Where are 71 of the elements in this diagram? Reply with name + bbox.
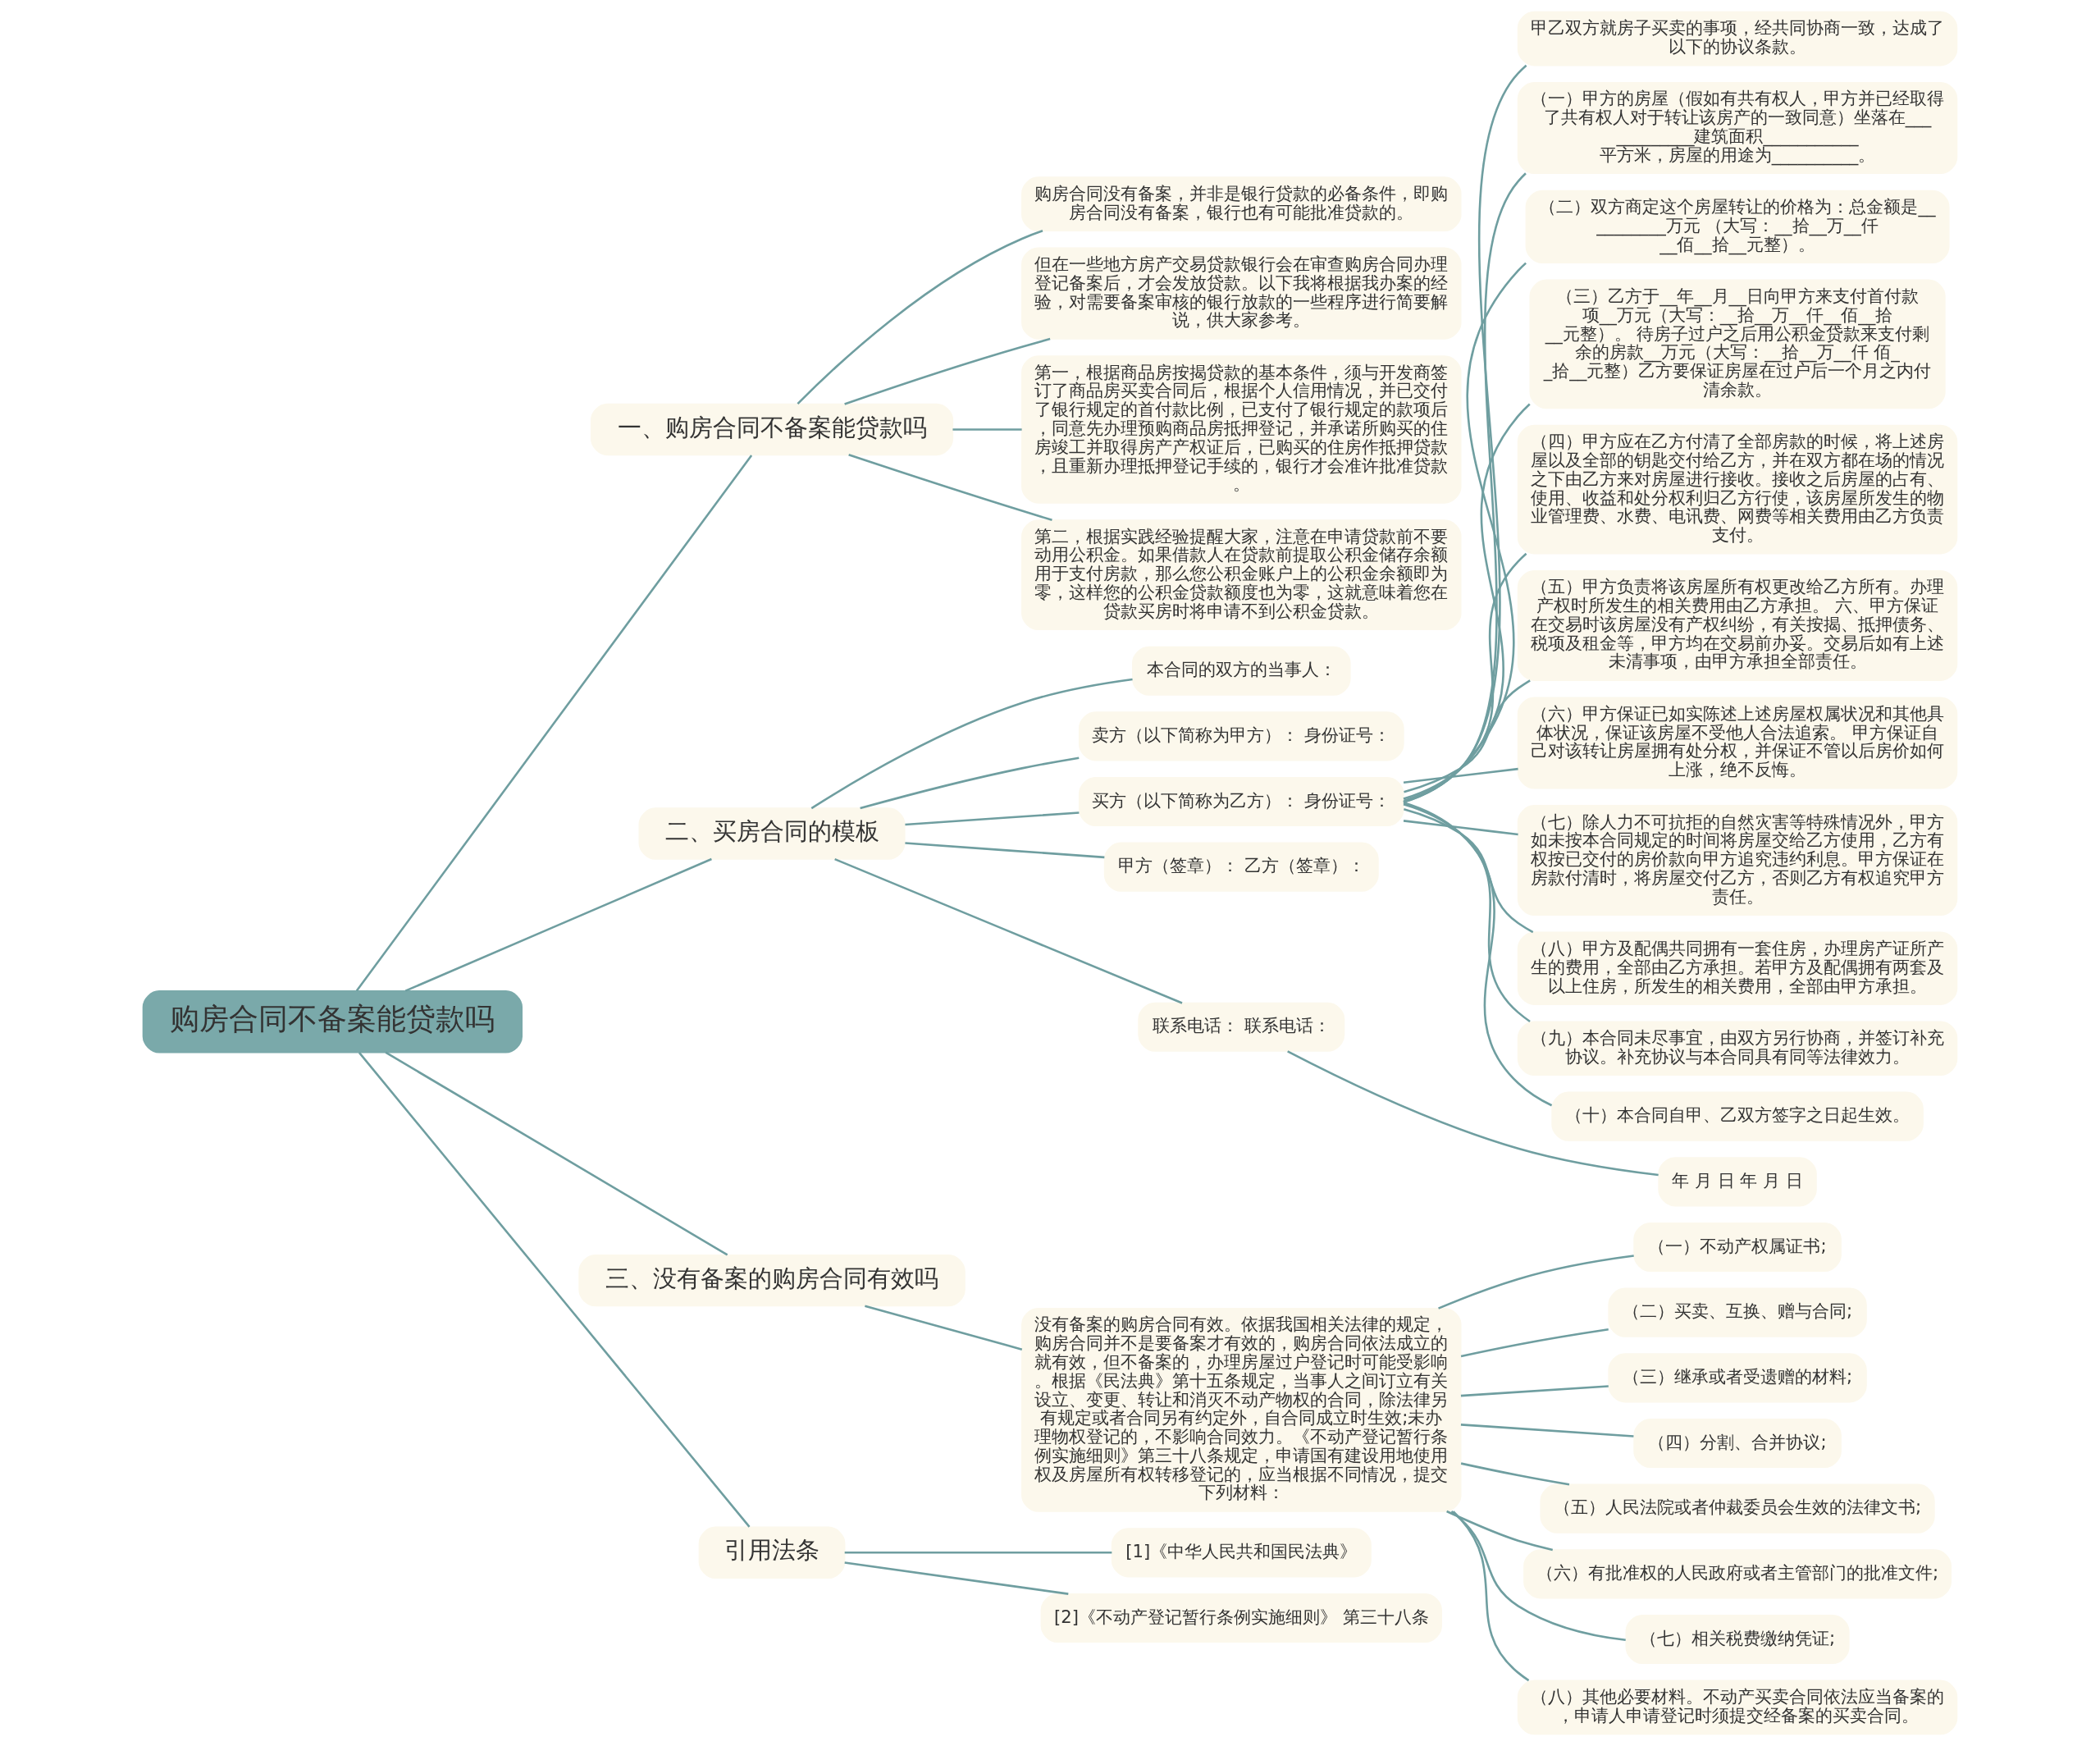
connector xyxy=(865,1305,1023,1351)
node-box: （三）继承或者受遗赠的材料; xyxy=(1608,1353,1867,1403)
connector xyxy=(1460,1385,1609,1397)
connector xyxy=(1450,1511,1626,1642)
connector xyxy=(385,1051,728,1256)
connector xyxy=(860,756,1080,810)
node-box: 引用法条 xyxy=(698,1526,846,1579)
node-box: 但在一些地方房产交易贷款银行会在审查购房合同办理登记备案后，才会发放贷款。以下我将根据我办案的经验，对需要备案审核的银行放款的一些程序进行简要解说，供大家参考。 xyxy=(1021,247,1462,340)
connector xyxy=(1403,802,1531,1023)
connector xyxy=(1460,1424,1634,1437)
node-box: （十）本合同自甲、乙双方签字之日起生效。 xyxy=(1551,1091,1924,1141)
node-box: （二）双方商定这个房屋转让的价格为：总金额是__________万元 （大写：__拾__万__仟__佰__拾__元整）。 xyxy=(1525,190,1950,264)
node-box: 购房合同不备案能贷款吗 xyxy=(142,990,523,1054)
node-box: （八）甲方及配偶共同拥有一套住房，办理房产证所产生的费用，全部由乙方承担。若甲方及配偶拥有两套及以上住房，所发生的相关费用，全部由甲方承担。 xyxy=(1517,931,1958,1005)
connector xyxy=(1460,1328,1609,1358)
node-box: 甲乙双方就房子买卖的事项，经共同协商一致，达成了以下的协议条款。 xyxy=(1517,11,1958,66)
connector xyxy=(1404,679,1531,793)
node-box: （三）乙方于__年__月__日向甲方来支付首付款项__万元（大写：__拾__万__仟__佰__拾__元整）。 待房子过户之后用公积金贷款来支付剩余的房款__万元（大写：__拾__万__仟 佰__拾__元整）乙方要保证房屋在过户后一个月之内付清余款。 xyxy=(1529,279,1946,409)
node-box: [1]《中华人民共和国民法典》 xyxy=(1111,1528,1372,1578)
node-box: 一、购房合同不备案能贷款吗 xyxy=(590,403,954,456)
node-box: 第二，根据实践经验提醒大家，注意在申请贷款前不要动用公积金。如果借款人在贷款前提取公积金储存余额用于支付房款，那么您公积金账户上的公积金余额即为零，这样您的公积金贷款额度也为零，这就意味着您在贷款买房时将申请不到公积金贷款。 xyxy=(1021,519,1462,631)
node-box: 联系电话： 联系电话： xyxy=(1138,1002,1345,1052)
node-box: [2]《不动产登记暂行条例实施细则》 第三十八条 xyxy=(1040,1593,1442,1643)
node-box: 卖方（以下简称为甲方）： 身份证号： xyxy=(1078,711,1404,761)
connector xyxy=(404,857,712,992)
node-box: （四）分割、合并协议; xyxy=(1633,1418,1842,1469)
node-box: （五）人民法院或者仲裁委员会生效的法律文书; xyxy=(1540,1483,1935,1533)
connector xyxy=(1403,820,1518,836)
connector xyxy=(844,1552,1112,1554)
connector xyxy=(905,842,1105,859)
connector xyxy=(355,455,753,992)
connector xyxy=(905,811,1080,826)
node-box: （四）甲方应在乙方付清了全部房款的时候，将上述房屋以及全部的钥匙交付给乙方，并在双方都在场的情况之下由乙方来对房屋进行接收。接收之后房屋的占有、使用、收益和处分权利归乙方行使，该房屋所发生的物业管理费、水费、电讯费、网费等相关费用由乙方负责支付。 xyxy=(1517,424,1958,555)
node-box: 第一，根据商品房按揭贷款的基本条件，须与开发商签订了商品房买卖合同后，根据个人信用情况，并已交付了银行规定的首付款比例，已支付了银行规定的款项后，同意先办理预购商品房抵押登记，并承诺所购买的住房竣工并取得房产产权证后，已购买的住房作抵押贷款，且重新办理抵押登记手续的，银行才会准许批准贷款。 xyxy=(1021,355,1462,504)
node-box: （七）相关税费缴纳凭证; xyxy=(1625,1614,1850,1665)
connector xyxy=(844,1561,1069,1595)
node-box: 没有备案的购房合同有效。依据我国相关法律的规定，购房合同并不是要备案才有效的，购房合同依法成立的就有效，但不备案的，办理房屋过户登记时可能受影响。根据《民法典》第十五条规定，当事人之间订立有关设立、变更、转让和消灭不动产物权的合同，除法律另有规定或者合同另有约定外，自合同成立时生效;未办理物权登记的，不影响合同效力。《不动产登记暂行条例实施细则》第三十八条规定，申请国有建设用地使用权及房屋所有权转移登记的，应当根据不同情况，提交下列材料： xyxy=(1021,1308,1462,1512)
node-box: 本合同的双方的当事人： xyxy=(1132,646,1351,696)
connector xyxy=(1460,1462,1570,1486)
connector xyxy=(952,428,1022,431)
connector xyxy=(848,454,1052,522)
connector xyxy=(1446,1510,1554,1552)
node-box: （八）其他必要材料。不动产买卖合同依法应当备案的，申请人申请登记时须提交经备案的买卖合同。 xyxy=(1517,1680,1958,1735)
connector xyxy=(1287,1050,1659,1177)
connector xyxy=(810,678,1133,810)
node-box: （二）买卖、互换、赠与合同; xyxy=(1608,1287,1867,1337)
connector xyxy=(1403,801,1553,1107)
node-box: 二、买房合同的模板 xyxy=(638,807,906,860)
node-box: 购房合同没有备案，并非是银行贷款的必备条件，即购房合同没有备案，银行也有可能批准贷款的。 xyxy=(1021,176,1462,232)
connector xyxy=(844,337,1051,405)
node-box: （六）有批准权的人民政府或者主管部门的批准文件; xyxy=(1523,1549,1952,1599)
connector xyxy=(1403,552,1527,800)
node-box: （六）甲方保证已如实陈述上述房屋权属状况和其他具体状况，保证该房屋不受他人合法追索。 甲方保证自己对该转让房屋拥有处分权，并保证不管以后房价如何上涨，绝不反悔。 xyxy=(1517,697,1958,789)
connector xyxy=(834,857,1183,1004)
connector xyxy=(358,1052,751,1528)
connector xyxy=(1404,403,1531,802)
node-box: 年 月 日 年 月 日 xyxy=(1658,1157,1817,1207)
connector xyxy=(1403,767,1518,784)
connector xyxy=(797,230,1043,405)
node-box: 甲方（签章）： 乙方（签章）： xyxy=(1103,842,1379,892)
node-box: 买方（以下简称为乙方）： 身份证号： xyxy=(1078,776,1404,827)
connector xyxy=(1438,1255,1634,1310)
node-box: （九）本合同未尽事宜，由双方另行协商，并签订补充协议。补充协议与本合同具有同等法律效力。 xyxy=(1517,1021,1958,1076)
node-box: （七）除人力不可抗拒的自然灾害等特殊情况外，甲方如未按本合同规定的时间将房屋交给乙方使用，乙方有权按已交付的房价款向甲方追究违约利息。甲方保证在房款付清时，将房屋交付乙方，否则乙方有权追究甲方责任。 xyxy=(1517,805,1958,916)
node-box: 三、没有备案的购房合同有效吗 xyxy=(578,1254,966,1307)
connector xyxy=(1403,64,1527,804)
node-box: （一）不动产权属证书; xyxy=(1633,1222,1842,1273)
node-box: （五）甲方负责将该房屋所有权更改给乙方所有。办理产权时所发生的相关费用由乙方承担。 六、甲方保证在交易时该房屋没有产权纠纷，有关按揭、抵押债务、税项及租金等，甲方均在交易前办妥。交易后如有上述未清事项，由甲方承担全部责任。 xyxy=(1517,569,1958,681)
connector xyxy=(1404,808,1534,934)
connector xyxy=(1452,1511,1530,1682)
node-box: （一）甲方的房屋（假如有共有权人，甲方并已经取得了共有权人对于转让该房产的一致同意）坐落在____________建筑面积___________平方米，房屋的用途为__________。 xyxy=(1517,81,1958,175)
